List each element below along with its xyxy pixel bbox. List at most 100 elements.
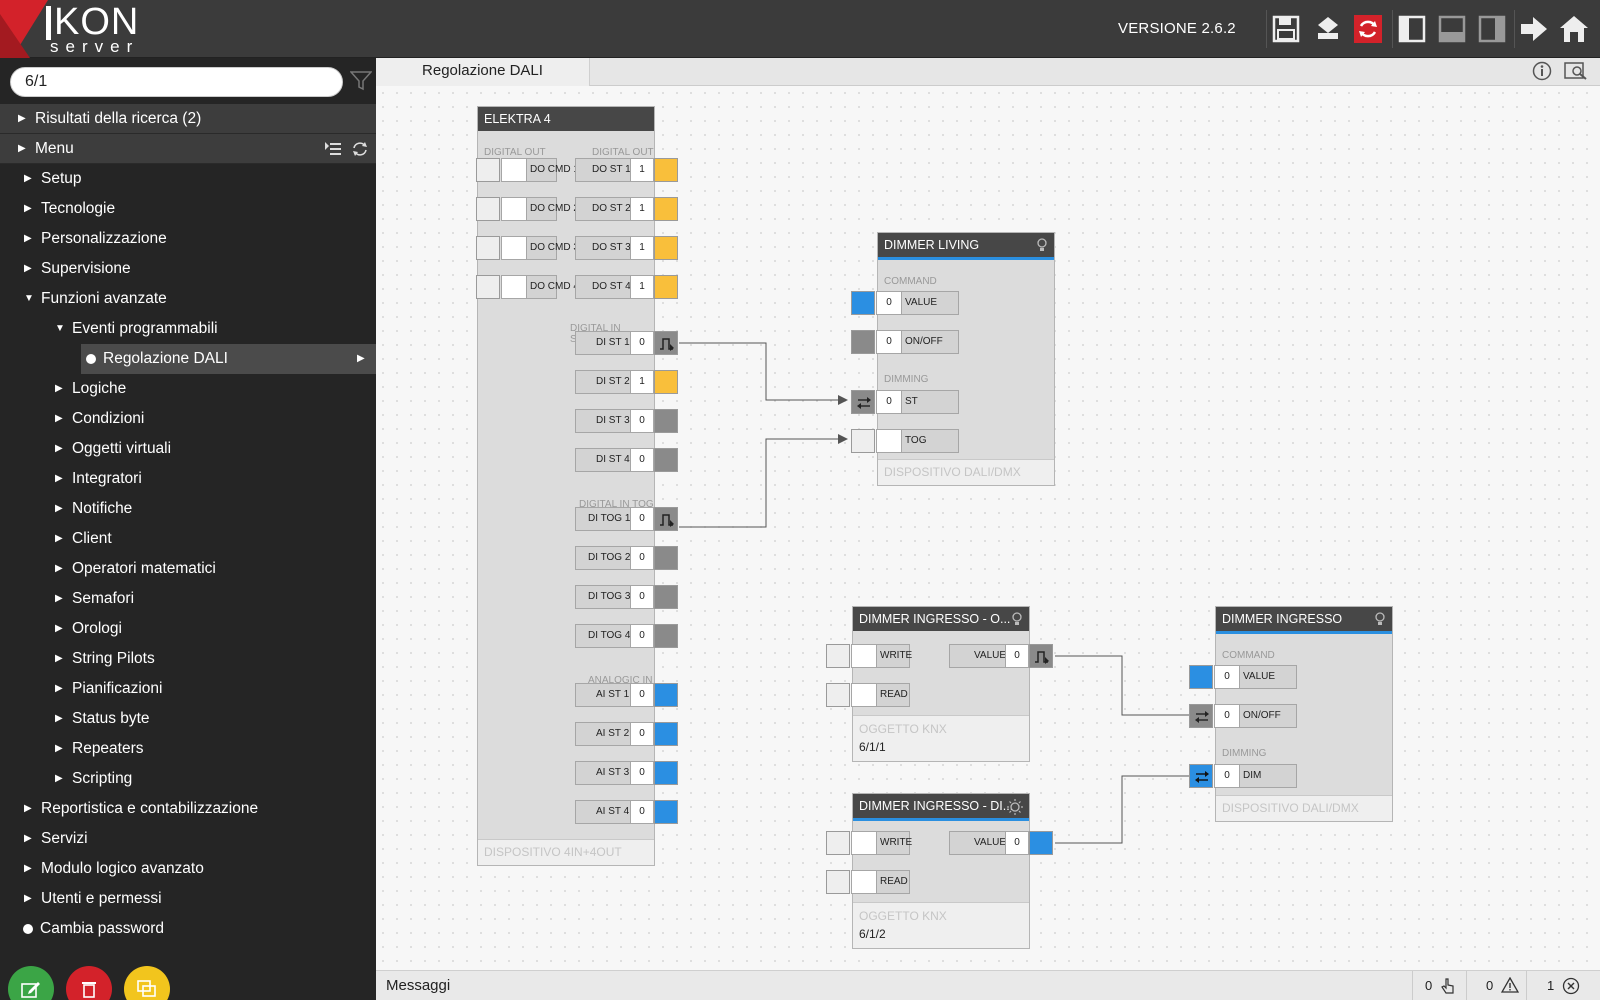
sidebar-item-operatori-matematici[interactable]: ▶Operatori matematici bbox=[55, 560, 216, 577]
sidebar-item-scripting[interactable]: ▶Scripting bbox=[55, 770, 133, 787]
sidebar-item-eventi-programmabili[interactable]: ▼Eventi programmabili bbox=[55, 320, 218, 337]
sidebar-item-utenti[interactable]: ▶Utenti e permessi bbox=[24, 890, 162, 907]
menu-header[interactable]: ▶Menu bbox=[0, 134, 376, 164]
sidebar-item-cambia-password[interactable]: Cambia password bbox=[0, 914, 376, 944]
sidebar-item-servizi[interactable]: ▶Servizi bbox=[24, 830, 88, 847]
sidebar-item-modulo-logico[interactable]: ▶Modulo logico avanzato bbox=[24, 860, 204, 877]
wire-di-st1-to-living-st[interactable] bbox=[679, 342, 838, 401]
search-results-label: Risultati della ricerca (2) bbox=[35, 110, 202, 127]
port-living-tog[interactable]: TOG bbox=[851, 429, 959, 453]
home-icon bbox=[1560, 16, 1588, 42]
wire-di-tog1-to-living-tog[interactable] bbox=[679, 438, 838, 528]
sidebar-item-integratori[interactable]: ▶Integratori bbox=[55, 470, 142, 487]
warning-icon[interactable] bbox=[1501, 977, 1519, 993]
tab-regolazione-dali[interactable]: Regolazione DALI bbox=[376, 58, 590, 86]
toolbar-divider bbox=[1266, 10, 1267, 48]
sidebar-item-logiche[interactable]: ▶Logiche bbox=[55, 380, 127, 397]
sidebar-item-client[interactable]: ▶Client bbox=[55, 530, 112, 547]
sidebar-item-status-byte[interactable]: ▶Status byte bbox=[55, 710, 150, 727]
messages-bar[interactable]: Messaggi 0 0 1 bbox=[376, 970, 1600, 1000]
filter-button[interactable] bbox=[349, 71, 373, 96]
hand-pointer-icon[interactable] bbox=[1440, 977, 1456, 995]
port-knx2-read[interactable]: READ bbox=[826, 870, 910, 894]
left-panel-toggle[interactable] bbox=[1394, 11, 1430, 47]
port-do-cmd-2[interactable]: DO CMD 2 bbox=[476, 197, 579, 221]
publish-button[interactable] bbox=[1310, 11, 1346, 47]
sidebar-item-oggetti-virtuali[interactable]: ▶Oggetti virtuali bbox=[55, 440, 172, 457]
sidebar-item-pianificazioni[interactable]: ▶Pianificazioni bbox=[55, 680, 163, 697]
sidebar-item-personalizzazione[interactable]: ▶Personalizzazione bbox=[24, 230, 167, 247]
logic-canvas[interactable]: ELEKTRA 4 DIGITAL OUT DIGITAL OUT DIGITA… bbox=[376, 86, 1600, 970]
port-knx1-write[interactable]: WRITE bbox=[826, 644, 912, 668]
port-do-cmd-1[interactable]: DO CMD 1 bbox=[476, 158, 579, 182]
wire-knx1-to-ingresso-onoff[interactable] bbox=[1055, 655, 1189, 716]
port-knx1-read[interactable]: READ bbox=[826, 683, 910, 707]
logo-subtext: server bbox=[50, 37, 140, 56]
inspect-button[interactable] bbox=[1564, 61, 1588, 86]
right-panel-toggle[interactable] bbox=[1474, 11, 1510, 47]
delete-button[interactable] bbox=[66, 966, 112, 1000]
sidebar-item-funzioni-avanzate[interactable]: ▼Funzioni avanzate bbox=[24, 290, 167, 307]
port-do-cmd-4[interactable]: DO CMD 4 bbox=[476, 275, 579, 299]
info-button[interactable] bbox=[1532, 61, 1552, 86]
sidebar-item-notifiche[interactable]: ▶Notifiche bbox=[55, 500, 133, 517]
sidebar-item-semafori[interactable]: ▶Semafori bbox=[55, 590, 135, 607]
search-input[interactable]: 6/1 bbox=[10, 67, 343, 97]
port-knx2-write[interactable]: WRITE bbox=[826, 831, 912, 855]
section-label: DIGITAL OUT bbox=[484, 147, 546, 158]
sidebar-item-orologi[interactable]: ▶Orologi bbox=[55, 620, 122, 637]
block-title: DIMMER LIVING bbox=[878, 233, 1054, 260]
sidebar-item-repeaters[interactable]: ▶Repeaters bbox=[55, 740, 144, 757]
sidebar-item-condizioni[interactable]: ▶Condizioni bbox=[55, 410, 145, 427]
edit-button[interactable] bbox=[8, 966, 54, 1000]
sidebar-item-regolazione-dali[interactable]: Regolazione DALI▶ bbox=[81, 344, 376, 374]
input-arrows-icon bbox=[1195, 711, 1209, 723]
port-do-cmd-3[interactable]: DO CMD 3 bbox=[476, 236, 579, 260]
sidebar-item-supervisione[interactable]: ▶Supervisione bbox=[24, 260, 131, 277]
save-button[interactable] bbox=[1268, 11, 1304, 47]
copy-button[interactable] bbox=[124, 966, 170, 1000]
search-results-header[interactable]: ▶Risultati della ricerca (2) bbox=[0, 104, 376, 134]
list-sort-icon[interactable] bbox=[324, 141, 342, 157]
bottom-panel-toggle[interactable] bbox=[1434, 11, 1470, 47]
wire-knx2-to-ingresso-dim[interactable] bbox=[1055, 775, 1189, 844]
home-button[interactable] bbox=[1556, 11, 1592, 47]
sync-button[interactable] bbox=[1350, 11, 1386, 47]
logout-button[interactable] bbox=[1516, 11, 1552, 47]
sidebar-item-string-pilots[interactable]: ▶String Pilots bbox=[55, 650, 155, 667]
error-icon[interactable] bbox=[1562, 977, 1580, 995]
sidebar-item-tecnologie[interactable]: ▶Tecnologie bbox=[24, 200, 116, 217]
refresh-icon[interactable] bbox=[351, 140, 369, 158]
sidebar-item-reportistica[interactable]: ▶Reportistica e contabilizzazione bbox=[24, 800, 259, 817]
bulb-on-icon bbox=[1007, 799, 1023, 815]
sidebar-item-setup[interactable]: ▶Setup bbox=[24, 170, 82, 187]
logo-mark-icon bbox=[0, 0, 51, 58]
touch-count: 0 bbox=[1425, 978, 1433, 993]
